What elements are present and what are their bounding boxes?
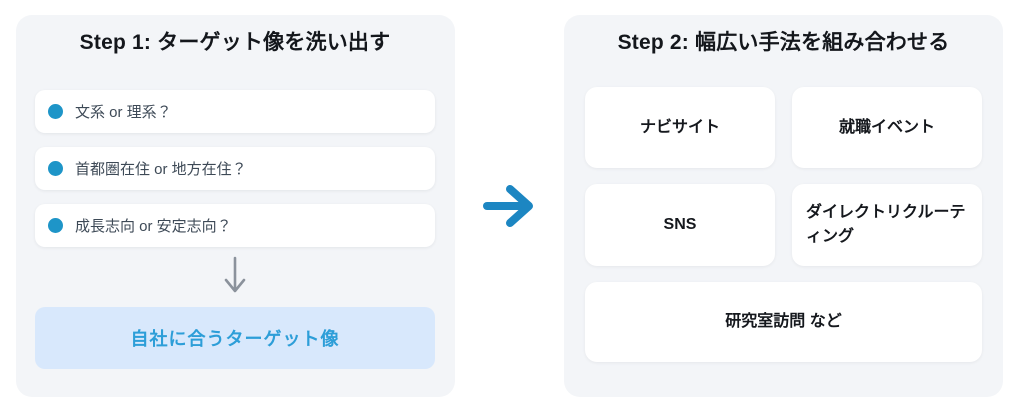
step1-panel: Step 1: ターゲット像を洗い出す 文系 or 理系？ 首都圏在住 or 地… <box>16 15 455 397</box>
method-card-label: 研究室訪問 など <box>725 313 842 330</box>
result-box: 自社に合うターゲット像 <box>35 307 435 369</box>
method-card-label: SNS <box>663 216 697 233</box>
list-item-label: 首都圏在住 or 地方在住？ <box>75 161 247 178</box>
list-item: 成長志向 or 安定志向？ <box>35 204 435 247</box>
method-card-label: ダイレクトリクルーティング <box>806 204 966 245</box>
method-card: ナビサイト <box>585 87 775 168</box>
down-arrow-icon <box>35 247 435 307</box>
right-arrow-icon <box>455 15 564 397</box>
list-item-label: 成長志向 or 安定志向？ <box>75 218 232 235</box>
step2-title: Step 2: 幅広い手法を組み合わせる <box>617 31 950 54</box>
step1-title: Step 1: ターゲット像を洗い出す <box>79 31 391 54</box>
list-item: 首都圏在住 or 地方在住？ <box>35 147 435 190</box>
method-card-grid: ナビサイト 就職イベント SNS ダイレクトリクルーティング 研究室訪問 など <box>585 87 982 362</box>
bullet-icon <box>48 161 63 176</box>
list-item-label: 文系 or 理系？ <box>75 104 172 121</box>
list-item: 文系 or 理系？ <box>35 90 435 133</box>
bullet-icon <box>48 104 63 119</box>
result-label: 自社に合うターゲット像 <box>130 329 340 349</box>
target-question-list: 文系 or 理系？ 首都圏在住 or 地方在住？ 成長志向 or 安定志向？ <box>35 90 435 247</box>
method-card: SNS <box>585 184 775 266</box>
method-card-label: ナビサイト <box>639 118 720 136</box>
method-card-label: 就職イベント <box>838 118 935 136</box>
step2-panel: Step 2: 幅広い手法を組み合わせる ナビサイト 就職イベント SNS ダイ… <box>564 15 1003 397</box>
method-card: 就職イベント <box>792 87 982 168</box>
bullet-icon <box>48 218 63 233</box>
method-card: 研究室訪問 など <box>585 282 982 362</box>
method-card: ダイレクトリクルーティング <box>792 184 982 266</box>
